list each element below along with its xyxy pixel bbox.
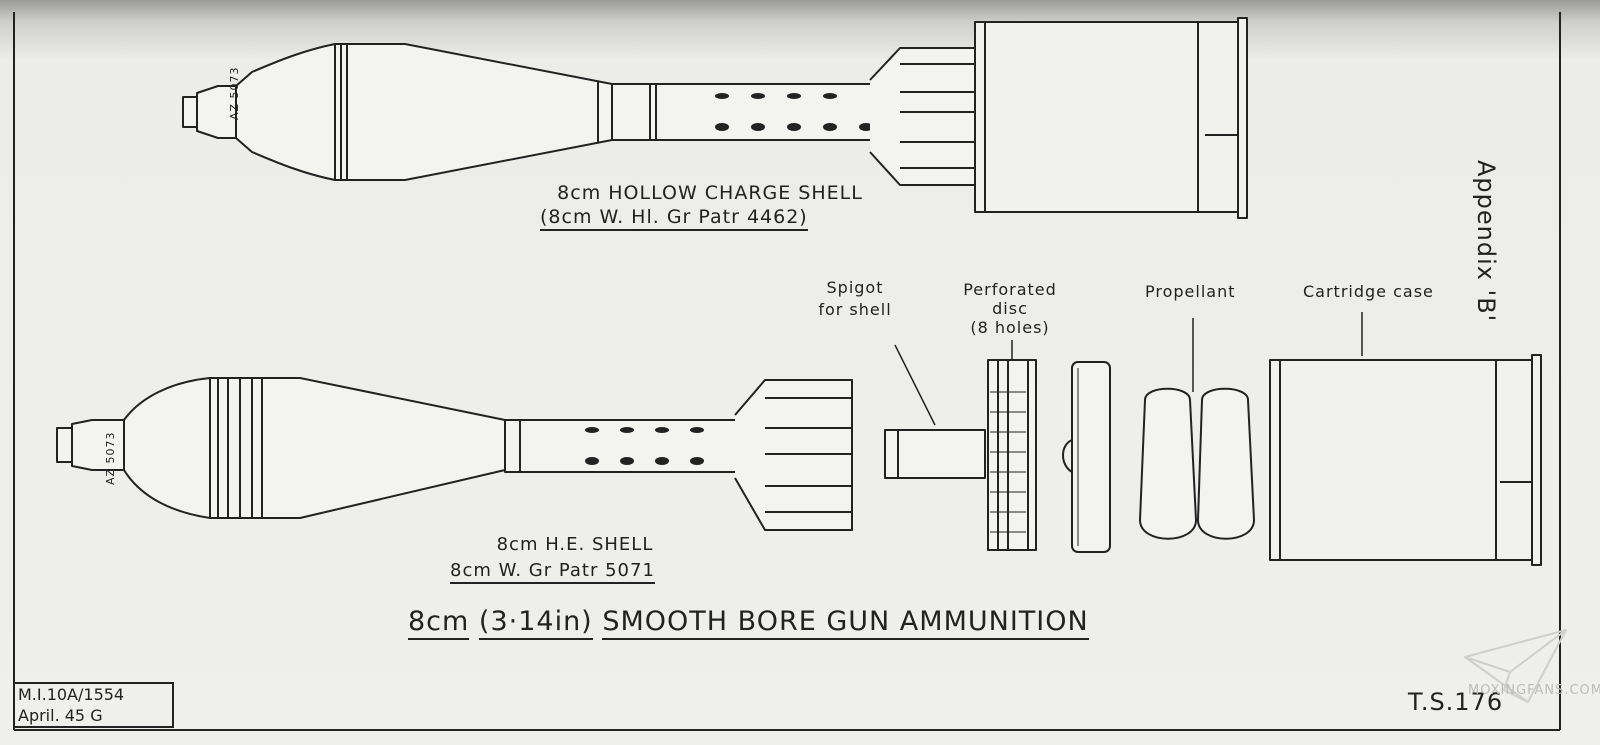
hc-shell-title: 8cm HOLLOW CHARGE SHELL: [557, 182, 863, 204]
perforated-disc-label: Perforated disc (8 holes): [963, 280, 1057, 337]
cartridge-case-label: Cartridge case: [1303, 282, 1434, 301]
he-fuze-mark: AZ 5073: [104, 431, 117, 485]
hollow-charge-shell: [182, 17, 1248, 219]
hc-boom-holes: [715, 93, 945, 131]
he-body: [209, 377, 506, 519]
main-title: 8cm (3·14in) SMOOTH BORE GUN AMMUNITION: [408, 606, 1089, 640]
main-title-size: 8cm: [408, 606, 470, 640]
hc-shell-subtitle: (8cm W. Hl. Gr Patr 4462): [540, 206, 808, 231]
perforated-disc-holes: [990, 391, 1026, 533]
hc-ogive: [235, 43, 336, 181]
he-fuze-tip: [56, 427, 73, 463]
reference-line-2: April. 45 G: [18, 706, 103, 725]
hc-fins: [869, 47, 976, 186]
cartridge-case: [1269, 312, 1542, 566]
hc-tail-boom: [611, 83, 883, 141]
he-shell-title: 8cm H.E. SHELL: [496, 534, 654, 555]
watermark: MOXINGFANS.COM: [1468, 683, 1600, 698]
propellant-bag-1: [1139, 387, 1197, 540]
he-shell-subtitle: 8cm W. Gr Patr 5071: [450, 560, 655, 584]
main-title-text: SMOOTH BORE GUN AMMUNITION: [602, 606, 1089, 640]
hc-fuze-mark: AZ 5073: [228, 66, 241, 120]
paper-plane-logo: [1464, 629, 1567, 703]
he-ogive: [123, 377, 211, 519]
spigot-leader: [894, 344, 936, 426]
appendix-label: Appendix 'B': [1472, 160, 1500, 323]
reference-box: M.I.10A/1554 April. 45 G: [14, 682, 174, 728]
main-title-inches: (3·14in): [478, 606, 593, 640]
spigot: [884, 344, 986, 479]
hc-cartridge-case: [974, 21, 1239, 213]
propellant-bag-2: [1197, 387, 1255, 540]
propellant-label: Propellant: [1145, 282, 1236, 301]
perforated-disc: [987, 340, 1037, 551]
propellant-bags: [1139, 318, 1255, 540]
spigot-label: Spigot for shell: [818, 278, 892, 319]
sheet-number: T.S.176: [1408, 688, 1504, 716]
he-boom-holes: [585, 427, 704, 465]
he-shell: [56, 377, 853, 531]
igniter-cap: [1062, 361, 1111, 553]
hc-fuze-tip: [182, 96, 198, 128]
reference-line-1: M.I.10A/1554: [18, 685, 125, 704]
hc-body: [334, 43, 613, 181]
